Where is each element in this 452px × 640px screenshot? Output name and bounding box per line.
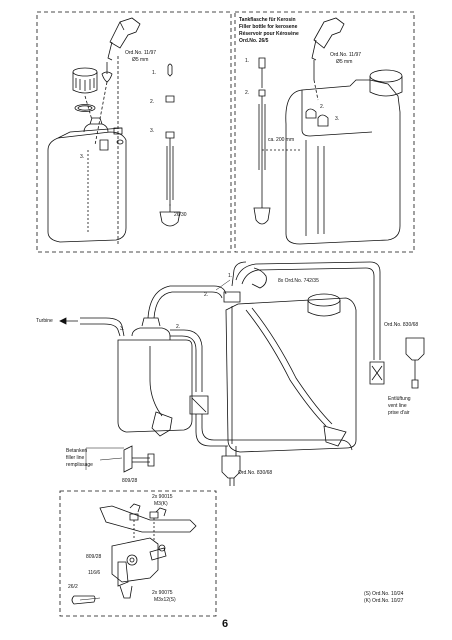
middle-step2b: 2. — [176, 324, 181, 330]
fill-label-fr: remplissage — [66, 462, 93, 468]
left-ord-line1: Ord.No. 11/97 — [125, 50, 157, 56]
footnote-line1: (S) Ord.No. 10/24 — [364, 591, 404, 597]
valve-ord-label-bottom: Ord.No. 830/68 — [238, 470, 273, 476]
panel-bottom-frame — [59, 490, 217, 617]
screw-1a: 2x 90015 — [152, 494, 173, 500]
bracket-ref-small: 116/6 — [88, 570, 101, 576]
left-step2: 2. — [150, 99, 155, 105]
mount-bracket-drawing — [71, 503, 197, 605]
right-canister-drawing — [253, 17, 403, 245]
left-step3: 3. — [150, 128, 155, 134]
fuel-system-drawing — [59, 261, 425, 486]
panel-right-frame — [234, 11, 415, 253]
valve-ord-label-right: Ord.No. 830/68 — [384, 322, 419, 328]
right-title-fr: Réservoir pour Kérosène — [239, 31, 299, 37]
left-step3b: 3. — [80, 154, 85, 160]
right-step3: 3. — [335, 116, 340, 122]
screw-2a: 2x 90075 — [152, 590, 173, 596]
right-title-de: Tankflasche für Kerosin — [239, 17, 296, 23]
right-length: ca. 200 mm — [268, 137, 295, 143]
middle-step3: 3. — [120, 326, 125, 332]
right-title-ord: Ord.No. 26/5 — [239, 38, 269, 44]
right-step2: 2. — [245, 90, 250, 96]
bracket-ref-top: 809/28 — [122, 478, 138, 484]
panel-left-frame — [36, 11, 232, 253]
vent-label-fr: prise d'air — [388, 410, 410, 416]
screw-2b: M3x12(S) — [154, 597, 176, 603]
left-part-ref: 26/30 — [174, 212, 187, 218]
right-step1: 1. — [245, 58, 250, 64]
left-step1: 1. — [152, 70, 157, 76]
screw-1b: M3(K) — [154, 501, 168, 507]
left-canister-drawing — [47, 17, 181, 246]
bracket-ref-left: 809/28 — [86, 554, 102, 560]
left-ord-line2: Ø5 mm — [132, 57, 149, 63]
vent-label-de: Entlüftung — [388, 396, 411, 402]
footnote-line2: (K) Ord.No. 10/27 — [364, 598, 404, 604]
turbine-label: Turbine — [36, 318, 53, 324]
fill-label-de: Betanken — [66, 448, 88, 454]
page-number: 6 — [222, 618, 229, 630]
right-ord-line2: Ø5 mm — [336, 59, 353, 65]
right-step2b: 2. — [320, 104, 325, 110]
middle-step2: 2. — [204, 292, 209, 298]
fill-label-en: filler line — [66, 455, 85, 461]
right-ord-line1: Ord.No. 11/97 — [330, 52, 362, 58]
hose-ord-label: 8x Ord.No. 742/35 — [278, 278, 319, 284]
bracket-ref-26: 26/2 — [68, 584, 78, 590]
middle-step1: 1. — [228, 273, 233, 279]
right-title-en: Filler bottle for kerosene — [239, 24, 298, 30]
vent-label-en: vent line — [388, 403, 407, 409]
